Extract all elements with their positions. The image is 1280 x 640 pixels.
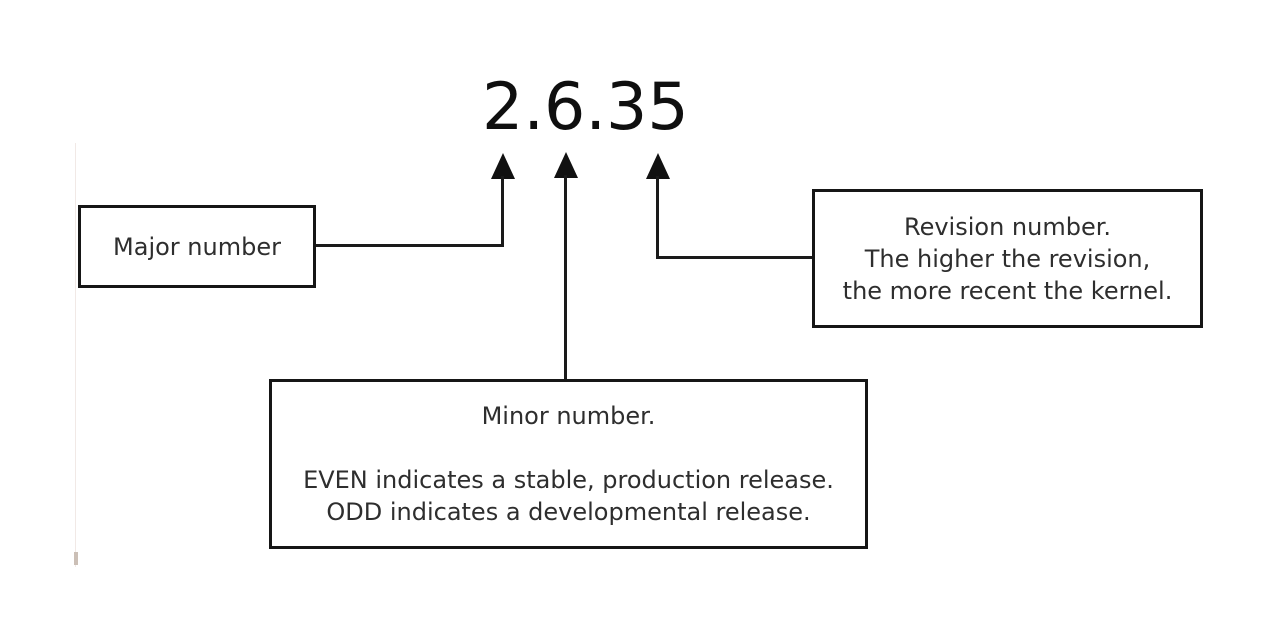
faint-vertical-line bbox=[75, 143, 76, 567]
revision-number-line2: The higher the revision, bbox=[864, 244, 1151, 273]
major-number-box: Major number bbox=[78, 205, 316, 288]
arrow-up-icon-minor bbox=[554, 152, 578, 178]
arrow-up-icon-major bbox=[491, 153, 515, 179]
connector-vline-revision bbox=[656, 176, 659, 259]
version-number-title: 2.6.35 bbox=[482, 70, 689, 145]
faint-tick-mark bbox=[74, 552, 78, 565]
arrow-up-icon-revision bbox=[646, 153, 670, 179]
connector-hline-major bbox=[315, 244, 504, 247]
connector-vline-major bbox=[501, 176, 504, 247]
connector-hline-revision bbox=[657, 256, 812, 259]
revision-number-line1: Revision number. bbox=[903, 212, 1112, 241]
minor-number-box: Minor number. EVEN indicates a stable, p… bbox=[269, 379, 868, 549]
major-number-label: Major number bbox=[113, 232, 281, 261]
revision-number-box: Revision number. The higher the revision… bbox=[812, 189, 1203, 328]
minor-number-even-line: EVEN indicates a stable, production rele… bbox=[303, 466, 834, 494]
connector-vline-minor bbox=[564, 175, 567, 380]
minor-number-odd-line: ODD indicates a developmental release. bbox=[326, 498, 811, 526]
minor-number-title: Minor number. bbox=[481, 402, 656, 430]
revision-number-line3: the more recent the kernel. bbox=[842, 276, 1173, 305]
